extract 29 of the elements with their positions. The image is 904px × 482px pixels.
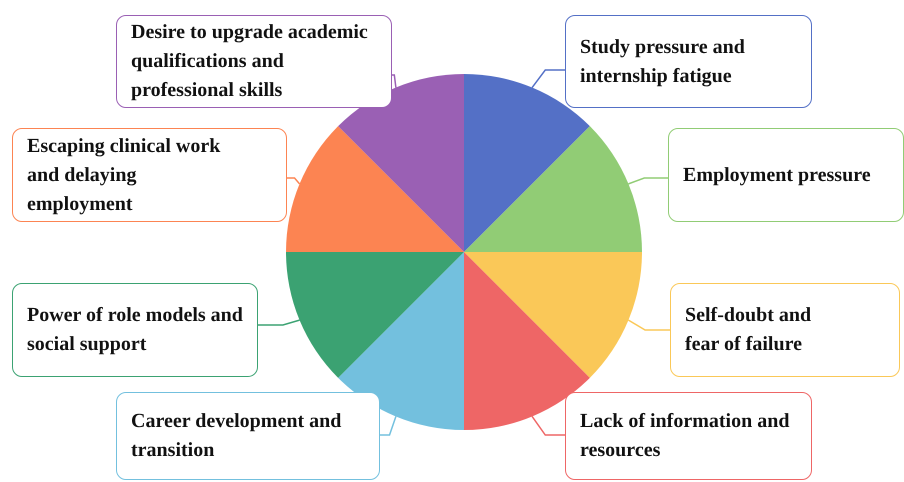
callout-box: [116, 15, 392, 108]
pie-slice: [338, 74, 464, 252]
callout-box: [12, 283, 258, 377]
leader-line: [380, 416, 397, 436]
callout-text: Career development and transition: [131, 409, 342, 463]
callout-text: Lack of information and resources: [580, 409, 790, 463]
callout-box: [668, 128, 904, 222]
leader-line: [532, 416, 565, 436]
leader-line: [392, 74, 397, 88]
callout-box: [565, 392, 812, 480]
pie-slice: [286, 126, 464, 252]
pie-slice: [464, 126, 642, 252]
callout-box: [565, 15, 812, 108]
callout-text: Desire to upgrade academic qualifications and professional skills: [131, 20, 369, 103]
callout-text: Escaping clinical work and delaying employment: [27, 134, 222, 216]
callout-text: Power of role models and social support: [27, 303, 243, 357]
pie-slice: [464, 252, 642, 378]
callout-text: Employment pressure: [683, 162, 871, 188]
pie-slice: [286, 252, 464, 378]
leader-line: [532, 69, 565, 88]
callout-text: Study pressure and internship fatigue: [580, 34, 746, 88]
callout-text: Self-doubt and fear of failure: [685, 303, 812, 357]
callout-box: [670, 283, 900, 377]
callout-box: [116, 392, 380, 480]
leader-line: [628, 177, 668, 185]
leader-line: [287, 177, 300, 184]
callout-box: [12, 128, 287, 222]
leader-line: [628, 319, 670, 331]
leader-line: [258, 319, 300, 326]
